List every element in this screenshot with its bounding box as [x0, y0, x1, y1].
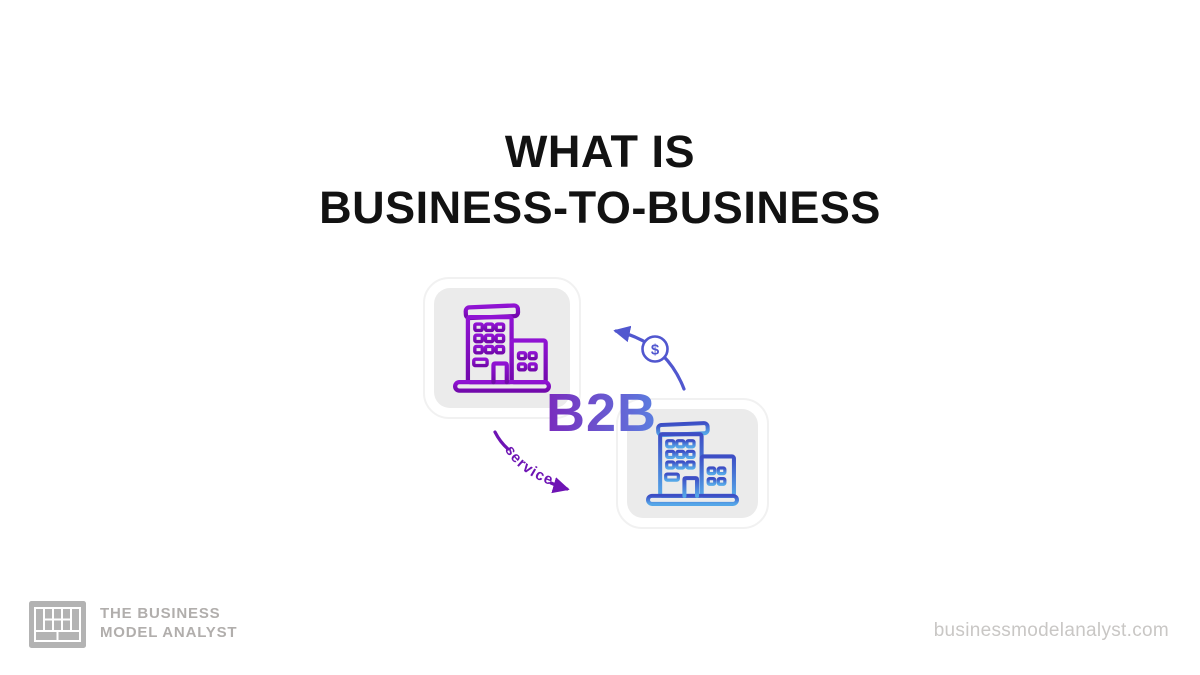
b2b-label: B2B: [546, 383, 658, 443]
brand-name: THE BUSINESS MODEL ANALYST: [100, 604, 237, 642]
money-arrow: $: [613, 325, 686, 391]
dollar-icon: $: [641, 335, 669, 363]
title-line-1: WHAT IS: [504, 126, 696, 177]
building-icon-blue: [646, 421, 739, 506]
seller-business-card: [423, 277, 581, 419]
business-model-canvas-icon: [29, 601, 86, 648]
brand-name-line-2: MODEL ANALYST: [100, 624, 238, 641]
dollar-symbol: $: [651, 342, 660, 359]
seller-card-background: [434, 288, 570, 408]
title-line-2: BUSINESS-TO-BUSINESS: [319, 182, 881, 233]
brand-name-line-1: THE BUSINESS: [100, 605, 221, 622]
website-url: businessmodelanalyst.com: [933, 620, 1169, 641]
service-arrow-label: service: [501, 443, 555, 490]
buyer-card-background: [627, 409, 758, 518]
building-icon-purple: [453, 303, 551, 393]
brand-logo: [29, 601, 86, 648]
svg-text:service: service: [501, 443, 556, 490]
buyer-business-card: [616, 398, 769, 529]
